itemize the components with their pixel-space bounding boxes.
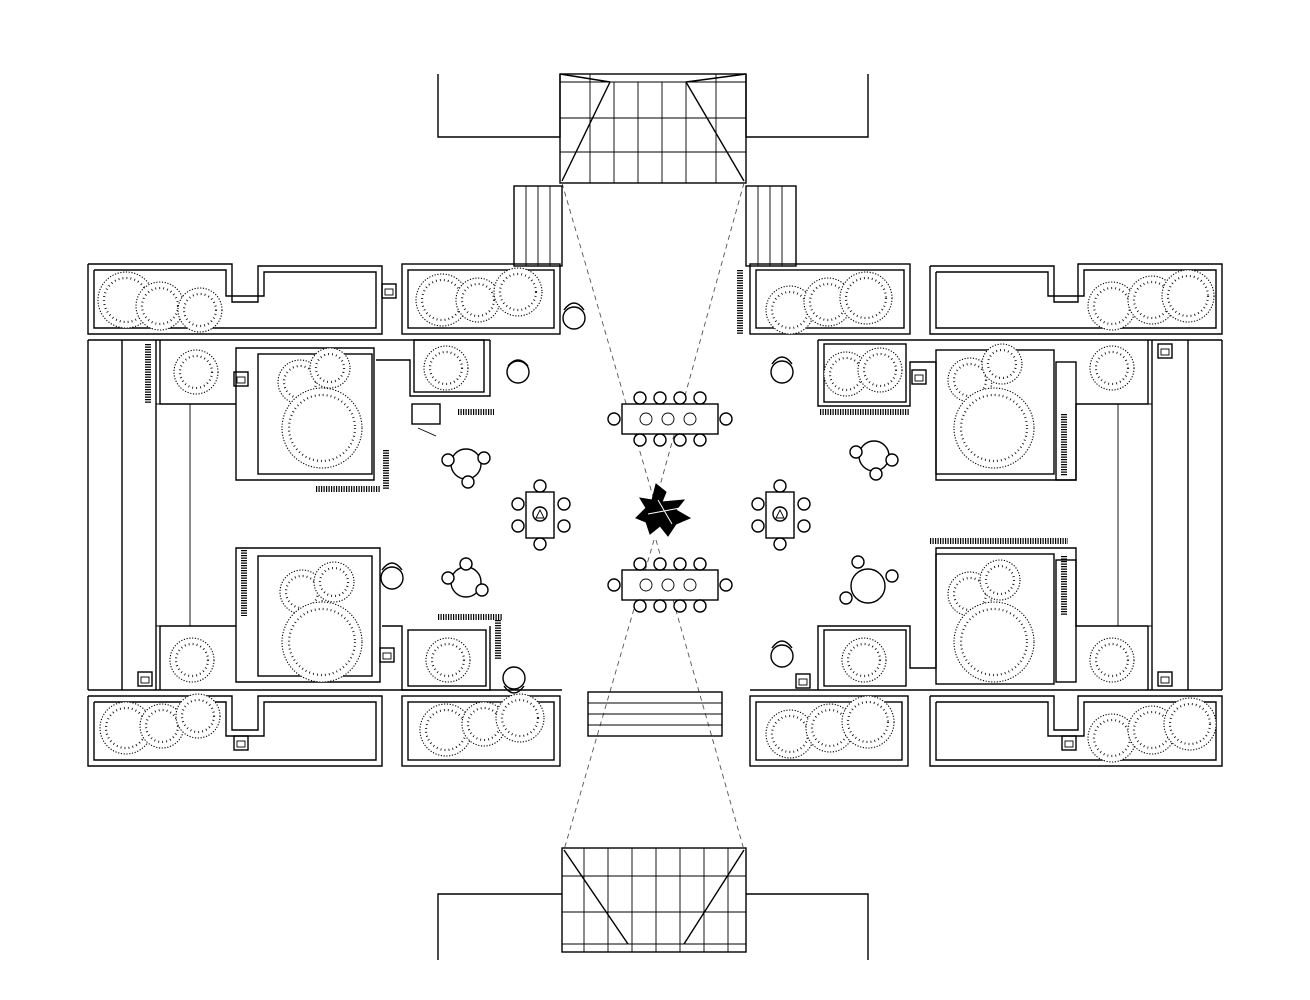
bins (137, 283, 1173, 751)
bin-icon (381, 283, 397, 299)
bin-icon (137, 671, 153, 687)
right-wing (749, 263, 1223, 767)
tree-icon (1161, 269, 1215, 323)
long-table-bottom (607, 557, 733, 613)
trees-right (765, 269, 1217, 763)
tree-icon (1087, 713, 1137, 763)
bin-icon (1157, 671, 1173, 687)
lounge-chair-icon (506, 359, 530, 384)
tree-icon (135, 281, 185, 331)
tree-icon (455, 277, 501, 323)
tree-icon (281, 387, 363, 469)
tree-icon (177, 287, 223, 333)
left-wing (87, 263, 562, 767)
tree-icon (841, 637, 887, 683)
small-table-left (511, 479, 571, 551)
tree-icon (981, 343, 1023, 385)
long-table-top (607, 391, 733, 447)
lounge-chair-icon (380, 562, 404, 590)
top-skylight (559, 73, 747, 184)
tree-icon (839, 271, 893, 325)
tree-icon (173, 349, 219, 395)
stairs-top-right (745, 185, 797, 267)
lounge-chairs (380, 302, 794, 694)
tree-icon (979, 559, 1021, 601)
lounge-chair-icon (411, 403, 441, 437)
small-table-right (751, 479, 811, 551)
bin-icon (233, 735, 249, 751)
tree-icon (423, 345, 469, 391)
bench-strips (145, 270, 1068, 660)
stairs-bottom (587, 691, 723, 737)
round-table-icon (441, 557, 489, 598)
sculpture-icon (635, 483, 692, 537)
top-building (437, 73, 869, 184)
tree-icon (313, 561, 355, 603)
tree-icon (953, 601, 1035, 683)
tree-icon (175, 693, 221, 739)
stairs-top-left (513, 185, 563, 267)
tree-icon (953, 387, 1035, 469)
tree-icon (857, 347, 903, 393)
tree-icon (495, 693, 545, 743)
tree-icon (493, 267, 543, 317)
bottom-skylight (561, 847, 747, 953)
round-table-icon (849, 440, 899, 481)
tree-icon (1089, 345, 1135, 391)
tree-icon (425, 637, 471, 683)
bin-icon (233, 371, 249, 387)
trees-left (97, 267, 545, 757)
tree-icon (309, 347, 351, 389)
tree-icon (1089, 637, 1135, 683)
round-table-icon (441, 448, 491, 489)
bottom-building (437, 847, 869, 960)
bin-icon (379, 647, 395, 663)
bin-icon (1061, 735, 1077, 751)
tree-icon (281, 601, 363, 683)
lounge-chair-icon (770, 640, 794, 668)
lounge-chair-icon (562, 302, 586, 330)
sight-lines (561, 182, 745, 851)
round-tables (441, 440, 899, 605)
round-table-icon (839, 555, 899, 605)
tree-icon (169, 637, 215, 683)
bin-icon (1157, 343, 1173, 359)
lounge-chair-icon (770, 356, 794, 384)
tree-icon (841, 695, 895, 749)
bin-icon (795, 673, 811, 689)
tree-icon (805, 703, 855, 753)
lounge-chair-icon (502, 666, 526, 694)
tree-icon (1163, 697, 1217, 751)
bin-icon (911, 369, 927, 385)
